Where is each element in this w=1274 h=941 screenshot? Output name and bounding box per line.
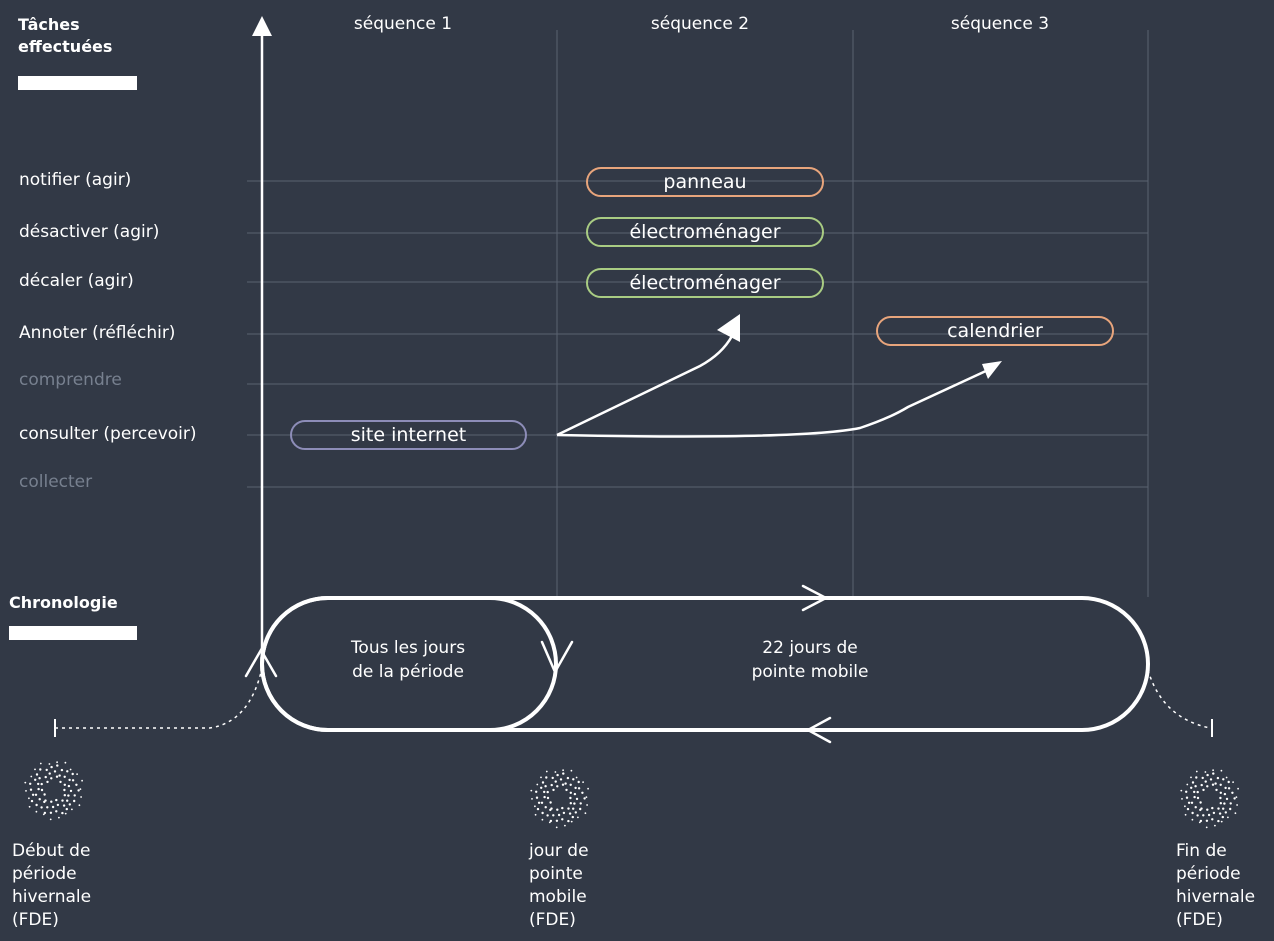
sun-icon: [1178, 766, 1242, 834]
sequence-header: séquence 1: [353, 14, 453, 34]
touchpoint-calendrier: calendrier: [876, 316, 1114, 346]
task-label: comprendre: [19, 370, 122, 390]
task-label: consulter (percevoir): [19, 424, 197, 444]
touchpoint-electromenager: électroménager: [586, 268, 824, 298]
inner-loop-label: Tous les jours de la période: [350, 638, 466, 682]
milestone-label: Début de période hivernale (FDE): [12, 841, 92, 930]
chronology-loops: [260, 596, 1150, 732]
milestone-label: jour de pointe mobile (FDE): [529, 841, 589, 930]
vertical-axis: [252, 16, 272, 665]
sun-icon: [22, 758, 86, 826]
arrowhead: [717, 314, 740, 342]
arrow-to-calendrier: [556, 368, 989, 438]
touchpoint-panneau: panneau: [586, 167, 824, 197]
sun-icon: [528, 766, 592, 834]
milestone-connectors: [55, 667, 1211, 729]
task-label: décaler (agir): [19, 271, 134, 291]
outer-loop-label: 22 jours de pointe mobile: [751, 638, 869, 682]
milestone-label: Fin de période hivernale (FDE): [1176, 841, 1256, 930]
touchpoint-electromenager: électroménager: [586, 217, 824, 247]
loop-direction-chevrons: [244, 584, 832, 744]
task-label: Annoter (réfléchir): [19, 323, 176, 343]
task-rows: [247, 180, 1148, 488]
arrow-to-electromenager: [556, 335, 734, 437]
sequence-header: séquence 2: [650, 14, 750, 34]
sequence-header: séquence 3: [950, 14, 1050, 34]
chronology-title-bar: [9, 626, 137, 640]
task-label: notifier (agir): [19, 170, 132, 190]
inner-loop: [260, 596, 558, 732]
task-label: désactiver (agir): [19, 222, 160, 242]
milestone-ticks: [54, 719, 1213, 737]
tasks-title-bar: [18, 76, 137, 90]
touchpoint-site-internet: site internet: [290, 420, 527, 450]
chronology-title: Chronologie: [9, 593, 118, 612]
task-label: collecter: [19, 472, 93, 492]
arrowhead: [982, 361, 1002, 379]
column-separators: [556, 30, 1149, 597]
flow-arrows: [556, 335, 989, 438]
tasks-title: Tâches effectuées: [18, 15, 113, 56]
